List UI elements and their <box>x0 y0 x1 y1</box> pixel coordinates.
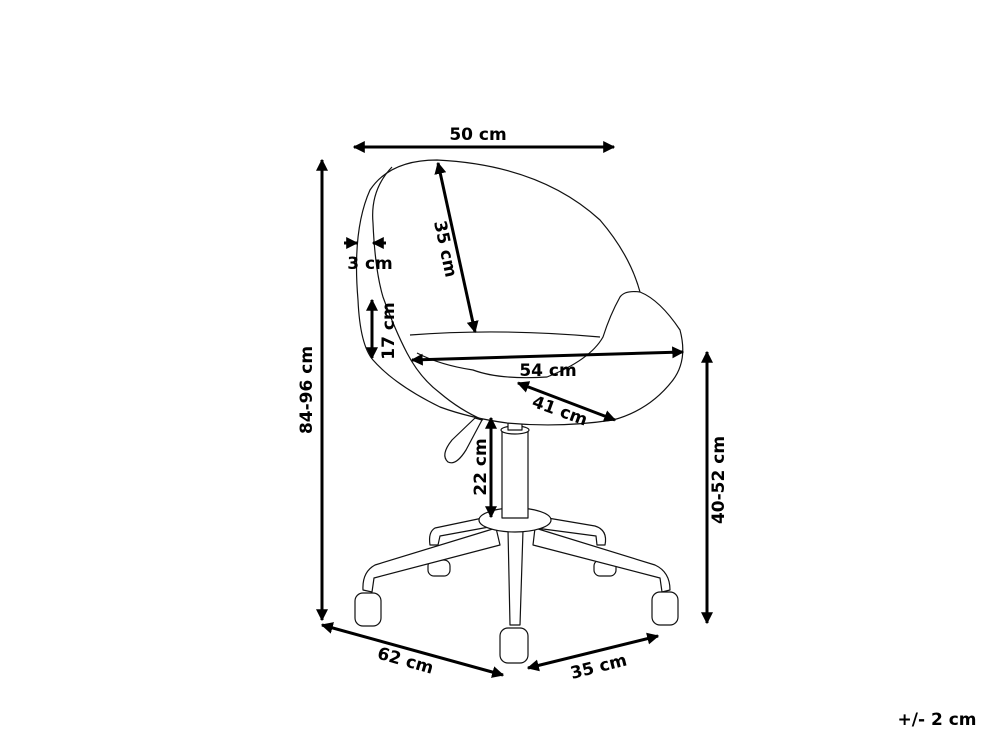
seat-height-label: 40-52 cm <box>709 436 729 524</box>
chair-base <box>354 417 679 664</box>
thickness-label: 3 cm <box>347 254 393 274</box>
width-label: 50 cm <box>449 125 506 145</box>
seat-width-label: 54 cm <box>519 361 576 381</box>
tolerance-label: +/- 2 cm <box>898 710 977 730</box>
armrest-label: 17 cm <box>379 302 399 359</box>
caster-right <box>651 591 679 626</box>
caster-left <box>354 592 382 627</box>
column-label: 22 cm <box>471 438 491 495</box>
backrest-arrow <box>434 161 479 334</box>
dimension-arrows <box>316 141 713 678</box>
seat-width-arrow <box>410 346 685 366</box>
height-lever <box>444 417 483 464</box>
leg-spacing-arrow <box>526 632 660 672</box>
caster-front <box>499 627 529 664</box>
seat-depth-arrow <box>516 381 617 422</box>
base-width-arrow <box>320 622 505 678</box>
total-height-label: 84-96 cm <box>297 346 317 434</box>
